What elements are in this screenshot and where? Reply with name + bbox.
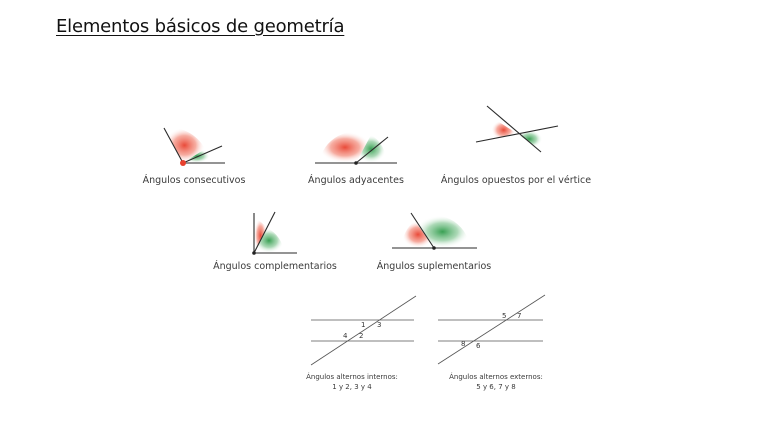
caption-alternate-interior-line2: 1 y 2, 3 y 4: [332, 383, 372, 391]
label-adjacent-angles: Ángulos adyacentes: [308, 174, 404, 186]
complementary-angles-diagram: Ángulos complementarios: [213, 211, 337, 272]
caption-alternate-interior-line1: Ángulos alternos internos:: [306, 372, 398, 381]
vertical-angles-diagram: Ángulos opuestos por el vértice: [441, 105, 591, 186]
label-vertical-angles: Ángulos opuestos por el vértice: [441, 174, 591, 186]
angle-number-8: 8: [461, 340, 465, 348]
consecutive-angles-diagram: Ángulos consecutivos: [143, 127, 246, 186]
angle-number-3: 3: [377, 321, 381, 329]
angle-number-7: 7: [517, 312, 521, 320]
supplementary-angles-diagram: Ángulos suplementarios: [377, 212, 492, 272]
caption-alternate-exterior-line1: Ángulos alternos externos:: [449, 372, 543, 381]
label-supplementary-angles: Ángulos suplementarios: [377, 260, 492, 272]
alternate-exterior-angles-diagram: 5 7 8 6 Ángulos alternos externos: 5 y 6…: [437, 294, 546, 391]
label-complementary-angles: Ángulos complementarios: [213, 260, 337, 272]
angle-number-4: 4: [343, 332, 348, 340]
alternate-interior-angles-diagram: 1 3 4 2 Ángulos alternos internos: 1 y 2…: [306, 295, 417, 391]
slide-title: Elementos básicos de geometría: [56, 16, 345, 37]
adjacent-angles-diagram: Ángulos adyacentes: [308, 131, 404, 186]
angle-number-2: 2: [359, 332, 363, 340]
label-consecutive-angles: Ángulos consecutivos: [143, 174, 246, 186]
caption-alternate-exterior-line2: 5 y 6, 7 y 8: [476, 383, 515, 391]
angle-number-1: 1: [361, 321, 365, 329]
angle-number-6: 6: [476, 342, 481, 350]
angle-number-5: 5: [502, 312, 506, 320]
